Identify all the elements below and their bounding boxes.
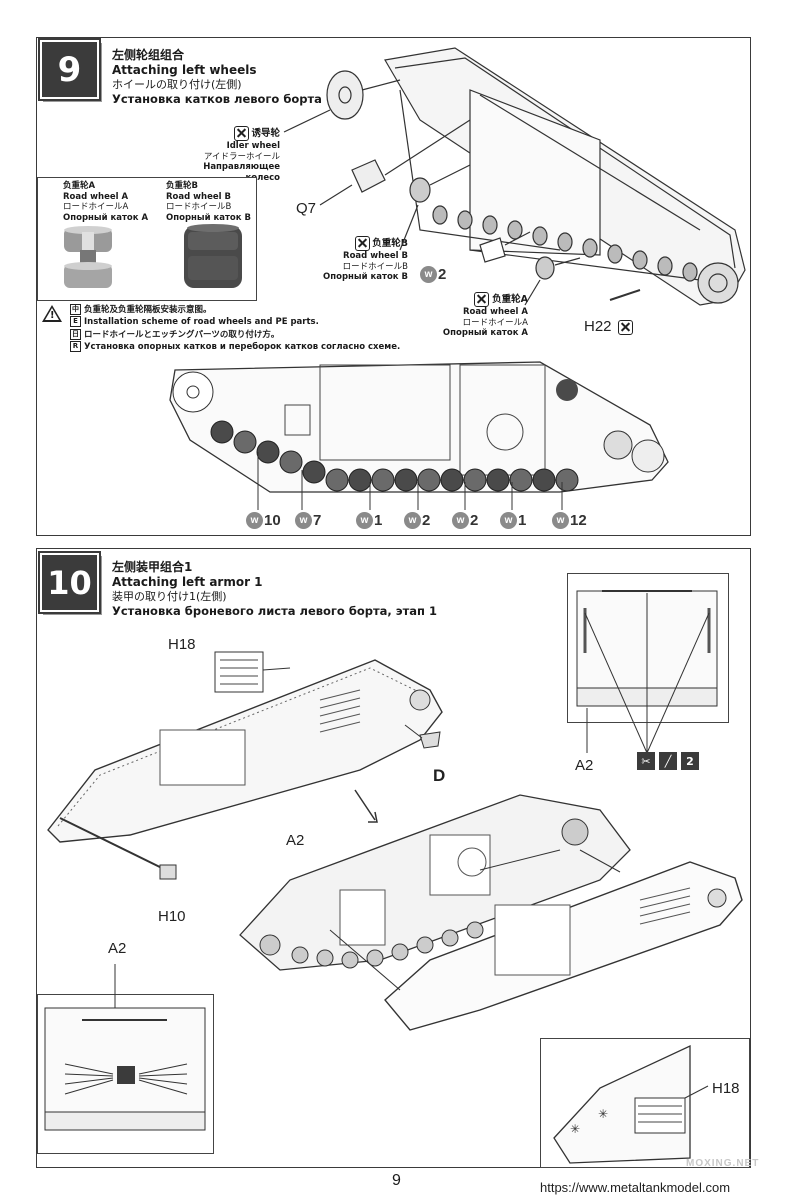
w-icon: w [420,266,437,283]
part-q7-label: Q7 [296,200,317,217]
part-h18-label: H18 [168,636,196,653]
road-wheel [233,430,257,454]
page-number: 9 [392,1172,401,1189]
road-wheel [394,468,418,492]
lang-zh-icon: 中 [70,304,81,315]
road-wheel [509,468,533,492]
w2-badge: w 2 [420,266,446,283]
legend-road-wheel-b: 负重轮B Road wheel B ロードホイールB Опорный каток… [166,181,251,223]
no-glue-icon [233,126,249,141]
no-glue-icon [354,236,370,251]
road-wheel [325,468,349,492]
part-d-label: D [433,766,446,785]
inset-a2-top-drawing [576,590,718,754]
step-9-exploded-drawing [283,47,746,306]
tool-glue-icon: ╱ [659,752,677,770]
step-9-wheel-layout-view [169,361,669,510]
step-10-title-jp: 装甲の取り付け1(左側) [112,590,227,603]
warning-mark: ! [50,310,55,321]
road-wheel-b-callout: 负重轮B Road wheel B ロードホイールB Опорный каток… [323,236,408,283]
inset-h18-drawing: ✳ ✳ [553,1044,709,1164]
step-10-number: 10 [47,563,92,602]
road-wheel-b-image [184,224,242,288]
tool-count-badge: 2 [681,752,699,770]
road-wheel [532,468,556,492]
road-wheel [279,450,303,474]
step-10-title-zh: 左侧装甲组合1 [112,560,193,574]
lang-jp-icon: 日 [70,328,81,340]
legend-road-wheel-a: 负重轮A Road wheel A ロードホイールA Опорный каток… [63,181,149,223]
step-10-title-en: Attaching left armor 1 [112,575,263,589]
road-wheel [302,460,326,484]
road-wheel [486,468,510,492]
part-h22-label: H22 [584,318,633,335]
part-h10-label: H10 [158,908,186,925]
part-a2-label: A2 [286,832,305,849]
road-wheel-a-image [64,226,112,288]
step-10-title: 左侧装甲组合1 Attaching left armor 1 装甲の取り付け1(… [112,560,437,618]
step-9-title-jp: ホイールの取り付け(左側) [112,78,242,91]
step-9-title-zh: 左侧轮组组合 [112,48,185,62]
no-glue-icon [617,319,633,335]
road-wheel [417,468,441,492]
step-10-title-ru: Установка броневого листа левого борта, … [112,603,437,618]
no-glue-icon [474,292,490,307]
road-wheel [463,468,487,492]
road-wheel-row [210,420,579,492]
svg-text:✳: ✳ [598,1107,608,1121]
watermark: MOXING.NET [686,1158,760,1169]
svg-text:✳: ✳ [570,1122,580,1136]
road-wheel [348,468,372,492]
road-wheel [440,468,464,492]
footer-url: https://www.metaltankmodel.com [540,1180,731,1195]
warning-icon [42,305,62,322]
idler-wheel-callout: 诱导轮 Idler wheel アイドラーホイール Направляющее к… [203,126,280,183]
inset-a2-top-label: A2 [575,757,594,774]
road-wheel-a-callout: 负重轮A Road wheel A ロードホイールA Опорный каток… [442,292,528,339]
step-9-title-en: Attaching left wheels [112,63,257,77]
step-9-title-ru: Установка катков левого борта [112,91,322,106]
lang-en-icon: E [70,316,81,328]
step-10-badge: 10 [38,551,101,614]
road-wheel [210,420,234,444]
inset-h18-label: H18 [712,1080,740,1097]
inset-a2-bottom-label: A2 [108,940,127,957]
step-9-number: 9 [57,49,82,90]
step-9-badge: 9 [38,38,101,101]
road-wheel [371,468,395,492]
lang-ru-icon: R [70,340,81,352]
tool-cut-icon: ✂ [637,752,655,770]
step-9-title: 左侧轮组组合 Attaching left wheels ホイールの取り付け(左… [112,48,322,106]
inset-a2-bottom-drawing [44,964,206,1131]
road-wheel [256,440,280,464]
